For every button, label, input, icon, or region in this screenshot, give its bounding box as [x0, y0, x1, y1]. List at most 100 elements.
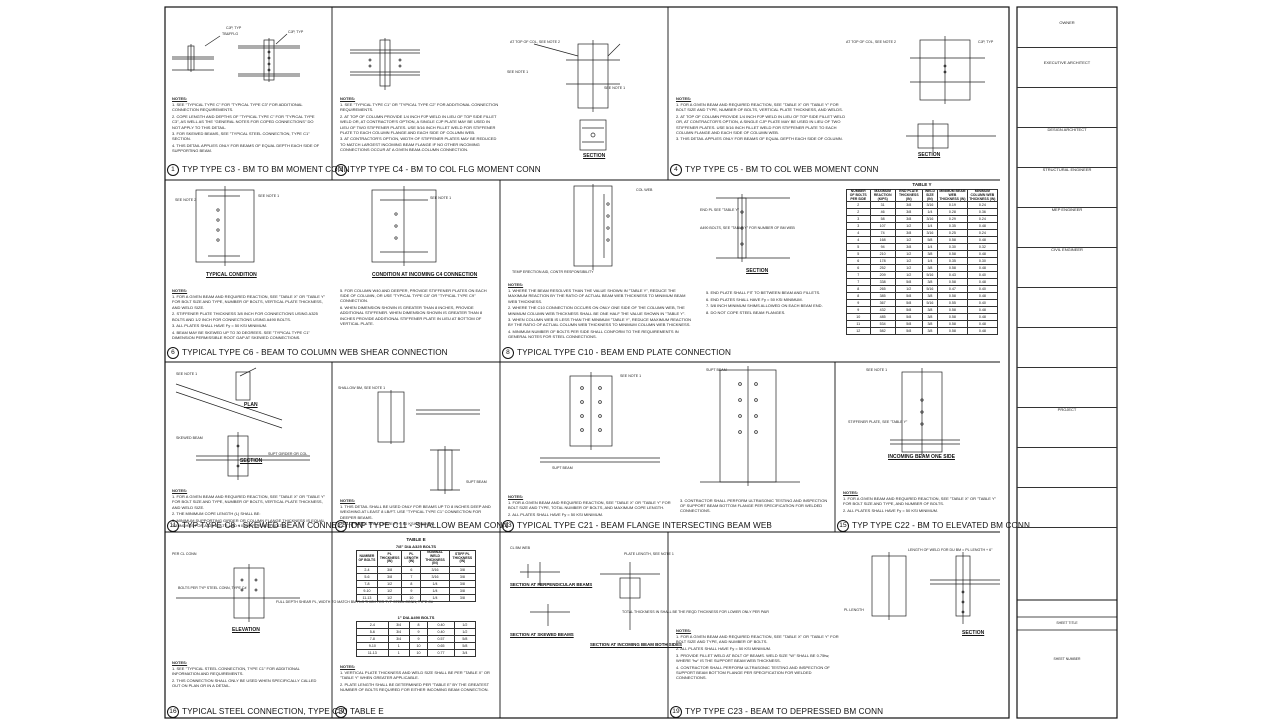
table-cell: 0.48: [966, 327, 999, 336]
callout: SUPT GIRDER OR COL: [268, 452, 308, 456]
callout: SEE NOTE 1: [866, 368, 888, 372]
detail-c3-sketch: [172, 33, 300, 82]
table-cell: 9: [846, 306, 871, 315]
table-e-header: NOMINAL WELD THICKNESS (IN): [420, 549, 450, 568]
callout: LENGTH OF WELD FOR DU BM = PL LENGTH + 6…: [908, 548, 993, 552]
table-cell: 46: [869, 208, 896, 217]
table-cell: 5: [846, 250, 871, 259]
plan-label: PLAN: [244, 402, 258, 408]
callout: AT TOP OF COL, SEE NOTE 2: [846, 40, 896, 44]
table-cell: 1: [387, 642, 410, 650]
detail-notes: NOTES: 1. FOR A GIVEN BEAM AND REQUIRED …: [676, 96, 846, 142]
table-cell: 1/4: [921, 208, 939, 217]
detail-c11-sketch: [377, 390, 480, 494]
table-cell: 4: [846, 229, 871, 238]
table-cell: 1/2: [376, 580, 403, 589]
detail-notes: NOTES: 1. SEE "TYPICAL TYPE C1" OR "TYPI…: [340, 96, 499, 152]
titleblock-divider: [1017, 327, 1117, 328]
detail-c4-sketch: [350, 38, 420, 90]
table-cell: 2: [846, 208, 871, 217]
callout: PLATE LENGTH, SEE NOTE 1: [624, 552, 674, 556]
table-cell: 0.48: [966, 250, 999, 259]
table-cell: 1/2: [376, 594, 403, 603]
table-cell: 6: [846, 257, 871, 266]
callout: SHALLOW BM, SEE NOTE 1: [338, 386, 386, 390]
table-cell: 1/2: [894, 264, 923, 273]
callout: SUPT BEAM: [706, 368, 727, 372]
detail-notes: NOTES: 1. FOR A GIVEN BEAM AND REQUIRED …: [172, 488, 326, 529]
table-cell: 0.48: [966, 320, 999, 329]
table-cell: 12: [846, 327, 871, 336]
section-perp-label: SECTION AT PERPENDICULAR BEAMS: [510, 582, 593, 587]
table-cell: 0.48: [966, 292, 999, 301]
callout: SEE NOTE 1: [430, 196, 452, 200]
table-cell: 8: [846, 292, 871, 301]
table-cell: 485: [869, 313, 896, 322]
callout: COL WEB: [636, 188, 653, 192]
table-e-header: PL THICKNESS (IN): [376, 549, 403, 568]
titleblock-divider: [1017, 127, 1117, 128]
table-cell: 3/8: [448, 580, 477, 589]
table-cell: 1/4: [921, 243, 939, 252]
table-e-title: TABLE E: [406, 537, 426, 542]
table-cell: 582: [869, 327, 896, 336]
table-cell: 11: [846, 320, 871, 329]
table-cell: 3/8: [921, 292, 939, 301]
titleblock-divider: [1017, 167, 1117, 168]
table-cell: 3/8: [894, 243, 923, 252]
table-cell: 0.48: [966, 236, 999, 245]
table-cell: 9: [408, 628, 429, 636]
detail-notes: 5. END PLATE SHALL FIT TO BETWEEN BEAM A…: [706, 290, 823, 316]
table-cell: 3/4: [387, 621, 410, 629]
callout: A490 BOLTS, SEE "TABLE Y" FOR NUMBER OF …: [700, 226, 795, 230]
table-cell: 0.40: [966, 299, 999, 308]
table-cell: 3/8: [448, 587, 477, 596]
table-cell: 0.58: [937, 250, 968, 259]
table-cell: 178: [869, 257, 896, 266]
table-cell: 1/2: [894, 257, 923, 266]
table-cell: 0.57: [427, 635, 455, 643]
section-label: SECTION: [962, 630, 985, 636]
table-cell: 1/2: [453, 628, 477, 636]
titleblock-field-label: EXECUTIVE ARCHITECT: [1043, 60, 1091, 65]
callout: CJP, TYP: [978, 40, 994, 44]
table-cell: 7-8: [356, 580, 378, 589]
table-cell: 1/4: [420, 594, 450, 603]
callout: SEE NOTE 1: [620, 374, 642, 378]
table-y-header: END PLATE THICKNESS (IN): [894, 188, 923, 203]
table-cell: 3/8: [921, 278, 939, 287]
table-cell: 0.43: [937, 271, 968, 280]
table-cell: 1/2: [894, 285, 923, 294]
table-cell: 1/2: [894, 271, 923, 280]
table-cell: 3/8: [894, 201, 923, 210]
titleblock-field-label: OWNER: [1059, 20, 1075, 25]
table-cell: 3/16: [921, 229, 939, 238]
table-cell: 5: [846, 243, 871, 252]
detail-c4-section-sketch: [533, 40, 621, 151]
callout: AT TOP OF COL, SEE NOTE 2: [510, 40, 560, 44]
table-e-sub1: 7/8" DIA A325 BOLTS: [395, 544, 437, 549]
table-cell: 0.65: [427, 642, 455, 650]
table-cell: 3/16: [420, 566, 450, 575]
table-cell: 3/8: [921, 313, 939, 322]
table-cell: 9: [846, 299, 871, 308]
sheet-title-label: SHEET TITLE: [1056, 621, 1078, 625]
table-cell: 0.55: [937, 299, 968, 308]
table-cell: 94: [869, 243, 896, 252]
callout: FULL DEPTH SHEAR PL, WIDTH TO MATCH BM F…: [276, 600, 433, 604]
table-cell: 58: [869, 215, 896, 224]
